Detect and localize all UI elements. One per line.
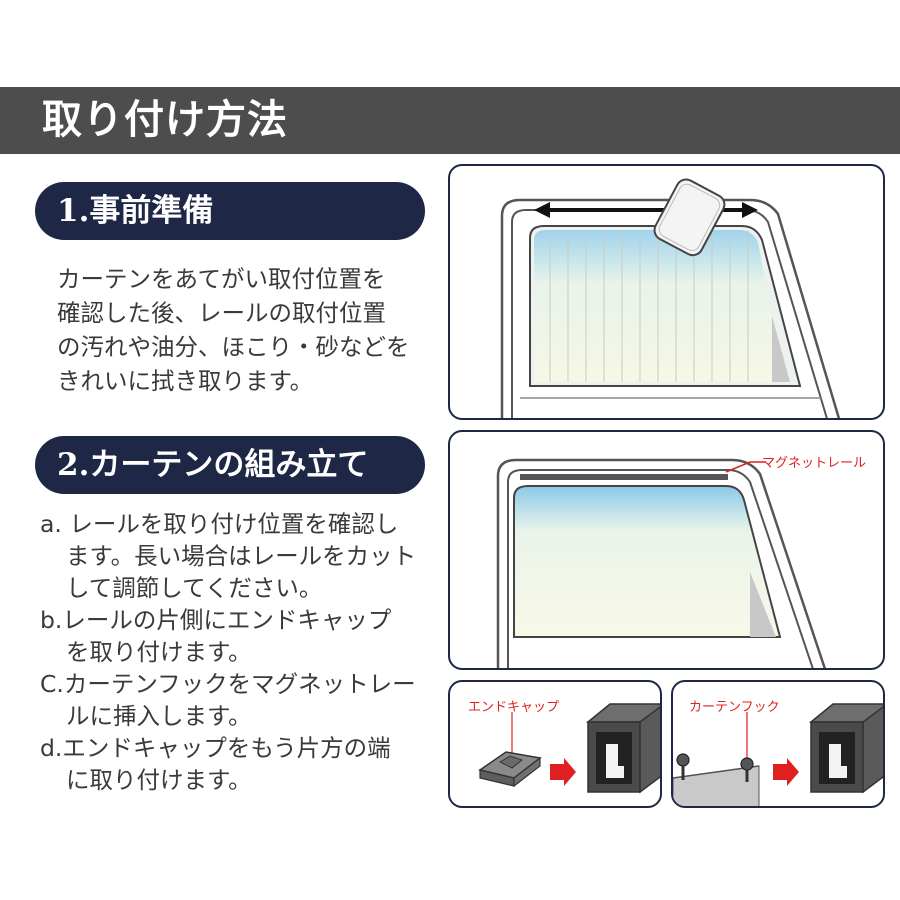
curtain-hook-label: カーテンフック bbox=[689, 700, 780, 715]
magnet-rail-label: マグネットレール bbox=[762, 456, 867, 471]
figure-curtain-hook: カーテンフック bbox=[671, 680, 885, 808]
section-1-text: カーテンをあてがい取付位置を 確認した後、レールの取付位置 の汚れや油分、ほこり… bbox=[57, 262, 410, 398]
step-b: b.レールの片側にエンドキャップ を取り付けます。 bbox=[40, 604, 416, 668]
curtain-hook-illustration bbox=[673, 703, 883, 806]
text-line: きれいに拭き取ります。 bbox=[57, 367, 314, 395]
section-2-heading: 2.カーテンの組み立て bbox=[35, 436, 425, 494]
step-line: を取り付けます。 bbox=[66, 638, 252, 666]
figure-end-cap: エンドキャップ bbox=[448, 680, 662, 808]
page-title: 取り付け方法 bbox=[42, 96, 288, 143]
window-prep-illustration bbox=[500, 178, 841, 418]
text-line: 確認した後、レールの取付位置 bbox=[57, 299, 386, 327]
text-line: カーテンをあてがい取付位置を bbox=[57, 265, 386, 293]
section-2-title: 2.カーテンの組み立て bbox=[57, 447, 369, 483]
section-1-heading: 1.事前準備 bbox=[35, 182, 425, 240]
step-line: C.カーテンフックをマグネットレー bbox=[40, 670, 416, 698]
section-2-steps: a. レールを取り付け位置を確認し ます。長い場合はレールをカット して調節して… bbox=[40, 508, 416, 796]
figure-window-prep bbox=[448, 164, 885, 420]
step-line: d.エンドキャップをもう片方の端 bbox=[40, 734, 391, 762]
end-cap-label: エンドキャップ bbox=[468, 700, 560, 715]
step-line: ルに挿入します。 bbox=[66, 702, 252, 730]
step-line: ます。長い場合はレールをカット bbox=[66, 542, 417, 570]
step-a: a. レールを取り付け位置を確認し ます。長い場合はレールをカット して調節して… bbox=[40, 508, 416, 604]
step-line: b.レールの片側にエンドキャップ bbox=[40, 606, 392, 634]
window-rail-illustration bbox=[496, 458, 826, 668]
figure-window-rail: マグネットレール bbox=[448, 430, 885, 670]
step-line: a. レールを取り付け位置を確認し bbox=[40, 510, 399, 538]
step-c: C.カーテンフックをマグネットレー ルに挿入します。 bbox=[40, 668, 416, 732]
text-line: の汚れや油分、ほこり・砂などを bbox=[57, 333, 410, 361]
step-line: して調節してください。 bbox=[66, 574, 323, 602]
step-d: d.エンドキャップをもう片方の端 に取り付けます。 bbox=[40, 732, 416, 796]
header-bar bbox=[0, 87, 900, 154]
step-line: に取り付けます。 bbox=[66, 766, 252, 794]
end-cap-illustration bbox=[478, 703, 660, 794]
section-1-title: 1.事前準備 bbox=[57, 193, 214, 229]
